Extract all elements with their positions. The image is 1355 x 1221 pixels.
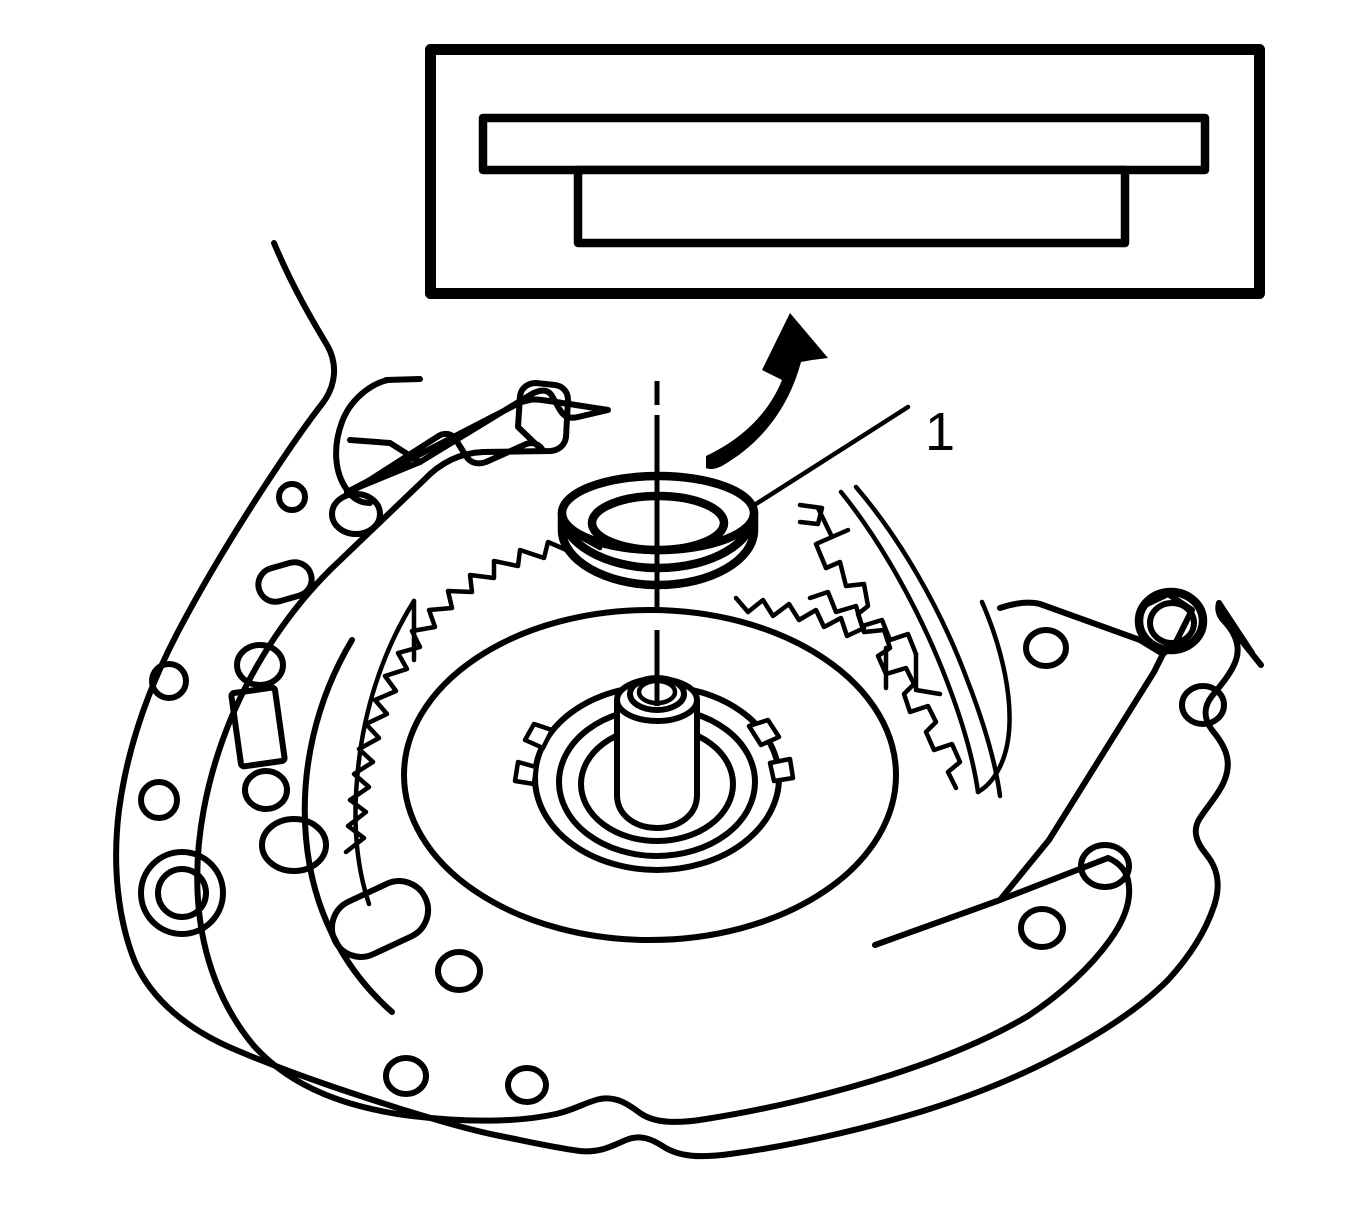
housing-upper-left-edge [113, 240, 338, 965]
housing-bottom-scallop-outer [497, 977, 1171, 1160]
bolt-hole [149, 661, 189, 701]
planetary-gear-detail [797, 484, 1012, 799]
boss-ring-inner [155, 866, 209, 920]
housing-interior-rib [872, 855, 1111, 948]
gear-detail-band-left [838, 489, 981, 795]
bolt-hole [138, 779, 180, 821]
hub-tabs-group [512, 717, 796, 787]
gear-detail-band-arc [975, 599, 1012, 795]
ring-gear-top-teeth [733, 595, 867, 639]
bolt-hole [383, 1055, 429, 1097]
gear-detail-band-right [853, 484, 1003, 799]
gear-detail-inner-zigzag [807, 589, 919, 657]
detail-inset-box [425, 44, 1265, 299]
removal-direction-arrow [706, 313, 828, 470]
rect-slot [228, 684, 288, 770]
boss-ring-outer [138, 849, 226, 937]
bolt-hole [435, 949, 483, 993]
bolt-hole [1023, 627, 1069, 669]
ring-gear-teeth [343, 533, 867, 907]
callout-1-leader-line [742, 404, 911, 514]
bolt-hole [329, 491, 383, 537]
bolt-hole [505, 1065, 549, 1105]
shaft-cylinder-body [614, 697, 700, 831]
callout-1-label: 1 [925, 402, 955, 462]
housing-boss-ring-inner [1147, 600, 1197, 646]
arrow-body [706, 313, 828, 470]
housing-lug-top-edge [383, 376, 423, 383]
seal-ring-upper-profile [478, 113, 1210, 175]
hub-tab [512, 759, 539, 787]
bolt-hole [234, 642, 286, 688]
housing-right-wavy-edge [1165, 600, 1241, 983]
bolt-hole [276, 481, 308, 513]
housing-upper-right-lug-lower [997, 651, 1166, 903]
housing-upper-right-lug [997, 591, 1195, 657]
ring-gear-rim-arc [353, 598, 417, 907]
housing-bottom-scallop-inner [553, 1013, 1031, 1125]
bolt-hole [1078, 842, 1132, 890]
bolt-hole [259, 816, 329, 874]
hub-tab [767, 756, 796, 784]
input-shaft-boss [614, 630, 700, 831]
transmission-housing-flange [113, 240, 1264, 1160]
bolt-hole [1018, 906, 1066, 950]
hub-tab [746, 717, 782, 748]
housing-inner-bowl-edge [301, 637, 395, 1015]
seal-ring [557, 440, 759, 600]
callout-1: 1 [742, 402, 955, 514]
housing-flange-inner-curve [194, 567, 333, 1049]
ring-gear-left-teeth [343, 533, 603, 855]
housing-tab-bracket [344, 387, 611, 495]
housing-upper-left-lug [333, 377, 391, 506]
hub-tab [522, 721, 555, 751]
slot-hole [255, 559, 315, 605]
housing-tab-bracket-outline [327, 380, 571, 573]
housing-right-notch-2 [1218, 612, 1264, 668]
bolt-hole [242, 768, 290, 812]
gear-detail-step-profile [823, 559, 963, 791]
housing-flange-inner-lower [251, 1043, 559, 1124]
seal-ring-lower-profile [573, 165, 1130, 248]
bolt-hole [1179, 683, 1227, 727]
housing-boss-ring-outer [1134, 587, 1208, 655]
detail-inset-frame [425, 44, 1265, 299]
gear-detail-upper-fork [797, 502, 851, 571]
gear-detail-vertical-rib-2 [913, 651, 943, 697]
housing-inner-right-edge [1025, 855, 1133, 1019]
